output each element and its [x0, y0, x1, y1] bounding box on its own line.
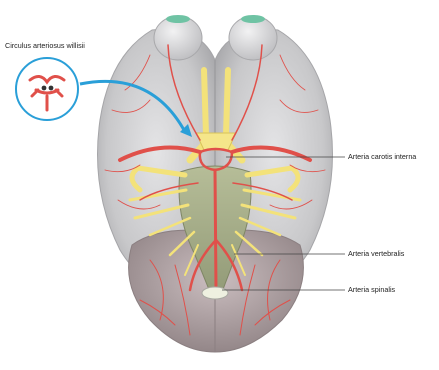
- spinal-cord: [202, 287, 228, 299]
- label-vertebralis: Arteria vertebralis: [348, 250, 404, 257]
- label-carotis: Arteria carotis interna: [348, 153, 416, 160]
- label-spinalis: Arteria spinalis: [348, 286, 395, 293]
- inset-title: Circulus arteriosus willisii: [5, 41, 85, 50]
- eye-bulbs: [154, 15, 277, 60]
- willis-inset: [16, 58, 78, 120]
